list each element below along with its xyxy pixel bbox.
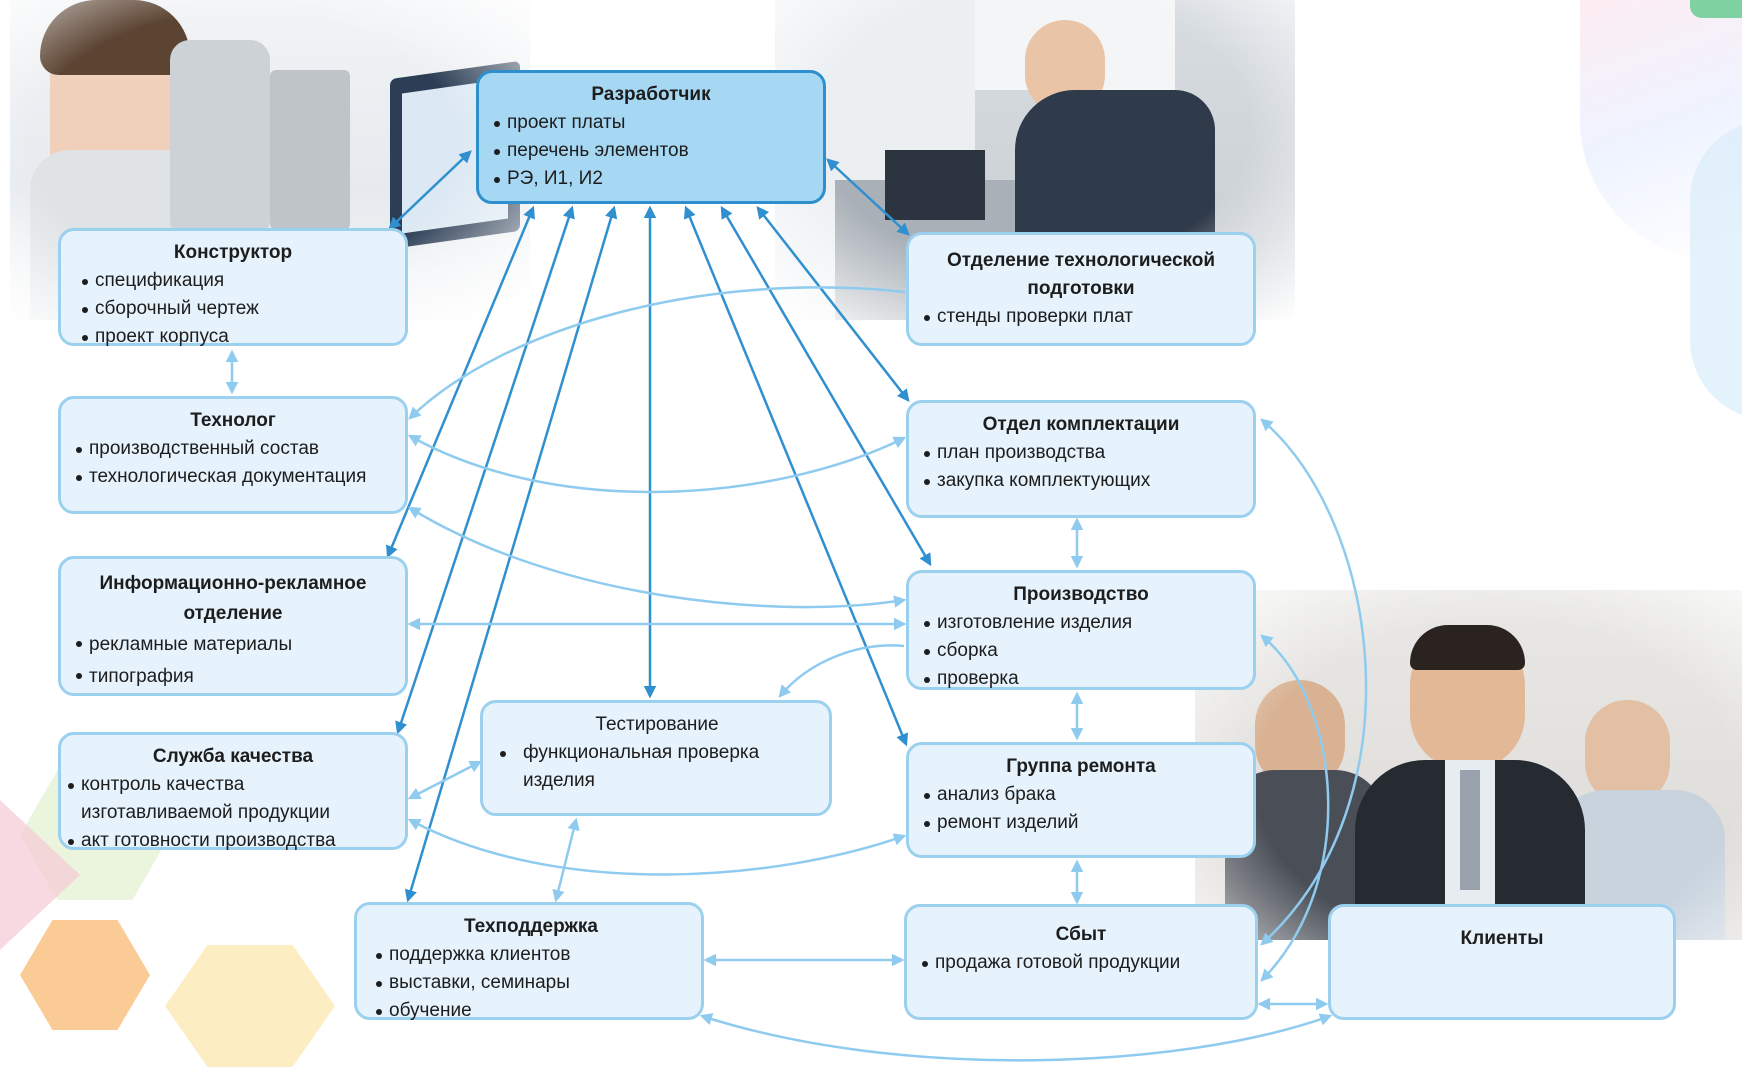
quality-item-continuation: изготавливаемой продукции [81, 802, 330, 823]
arrow-developer-production [720, 205, 932, 567]
arrow-developer-procurement [756, 206, 910, 402]
procurement-title: Отдел комплектации [982, 414, 1180, 435]
arrow-developer-techprep [826, 158, 910, 236]
production-item: проверка [923, 665, 1239, 693]
arrow-technologist-procurement [407, 434, 907, 494]
arrow-developer-designer [388, 150, 472, 230]
repair-item: ремонт изделий [923, 809, 1239, 837]
technologist-item: производственный состав [75, 435, 391, 463]
decorative-shape-green-corner [1690, 0, 1742, 18]
procurement-box: Отдел комплектации план производства зак… [906, 400, 1256, 518]
testing-item: функциональная проверка [499, 739, 815, 767]
arrow-techprep-technologist [408, 286, 906, 420]
arrow-production-testing [778, 644, 905, 698]
arrow-technologist-production [407, 506, 907, 609]
production-item: сборка [923, 637, 1239, 665]
advertising-box: Информационно-рекламное отделение реклам… [58, 556, 408, 696]
quality-item: контроль качества [67, 771, 399, 799]
arrow-developer-advertising [386, 205, 535, 559]
developer-box: Разработчик проект платы перечень элемен… [476, 70, 826, 204]
production-item: изготовление изделия [923, 609, 1239, 637]
advertising-title-line2: отделение [183, 603, 283, 624]
quality-title: Служба качества [152, 746, 314, 767]
sales-item: продажа готовой продукции [921, 949, 1241, 977]
arrow-procurement-clients [1260, 418, 1368, 946]
decorative-shape-right-blue [1690, 120, 1742, 420]
arrow-testing-support [552, 817, 580, 903]
tech-prep-box: Отделение технологической подготовки сте… [906, 232, 1256, 346]
arrow-production-clients [1260, 634, 1330, 982]
tech-prep-title-line1: Отделение технологической [946, 250, 1216, 271]
clients-title: Клиенты [1460, 928, 1544, 949]
designer-item: спецификация [81, 267, 391, 295]
quality-item: акт готовности производства [67, 827, 399, 855]
support-item: выставки, семинары [375, 969, 687, 997]
developer-item: РЭ, И1, И2 [493, 165, 809, 193]
arrow-quality-repair [407, 818, 907, 876]
designer-box: Конструктор спецификация сборочный черте… [58, 228, 408, 347]
technologist-title: Технолог [190, 410, 276, 431]
designer-item: проект корпуса [81, 323, 391, 351]
production-title: Производство [1013, 584, 1149, 605]
designer-title: Конструктор [173, 242, 293, 263]
support-title: Техподдержка [464, 916, 598, 937]
arrow-support-clients [699, 1013, 1333, 1062]
advertising-title-line1: Информационно-рекламное [99, 573, 367, 594]
support-item: поддержка клиентов [375, 941, 687, 969]
sales-box: Сбыт продажа готовой продукции [904, 904, 1258, 1020]
testing-item-continuation: изделия [523, 770, 595, 791]
developer-item: проект платы [493, 109, 809, 137]
repair-box: Группа ремонта анализ брака ремонт издел… [906, 742, 1256, 858]
procurement-item: план производства [923, 439, 1239, 467]
quality-box: Служба качества контроль качества изгота… [58, 732, 408, 851]
advertising-item: типография [75, 661, 391, 693]
tech-prep-item: стенды проверки плат [923, 303, 1239, 331]
support-box: Техподдержка поддержка клиентов выставки… [354, 902, 704, 1021]
secondary-arrows [225, 286, 1368, 1062]
arrow-testing-quality [407, 760, 483, 800]
testing-title: Тестирование [595, 714, 719, 735]
procurement-item: закупка комплектующих [923, 467, 1239, 495]
developer-title: Разработчик [591, 84, 711, 105]
production-box: Производство изготовление изделия сборка… [906, 570, 1256, 690]
repair-title: Группа ремонта [1006, 756, 1156, 777]
technologist-box: Технолог производственный состав техноло… [58, 396, 408, 514]
sales-title: Сбыт [1055, 924, 1107, 945]
tech-prep-title-line2: подготовки [1027, 278, 1135, 299]
repair-item: анализ брака [923, 781, 1239, 809]
developer-item: перечень элементов [493, 137, 809, 165]
technologist-item: технологическая документация [75, 463, 391, 491]
support-item: обучение [375, 997, 687, 1025]
advertising-item: рекламные материалы [75, 629, 391, 661]
clients-box: Клиенты [1328, 904, 1676, 1020]
designer-item: сборочный чертеж [81, 295, 391, 323]
testing-box: Тестирование функциональная проверка изд… [480, 700, 832, 816]
